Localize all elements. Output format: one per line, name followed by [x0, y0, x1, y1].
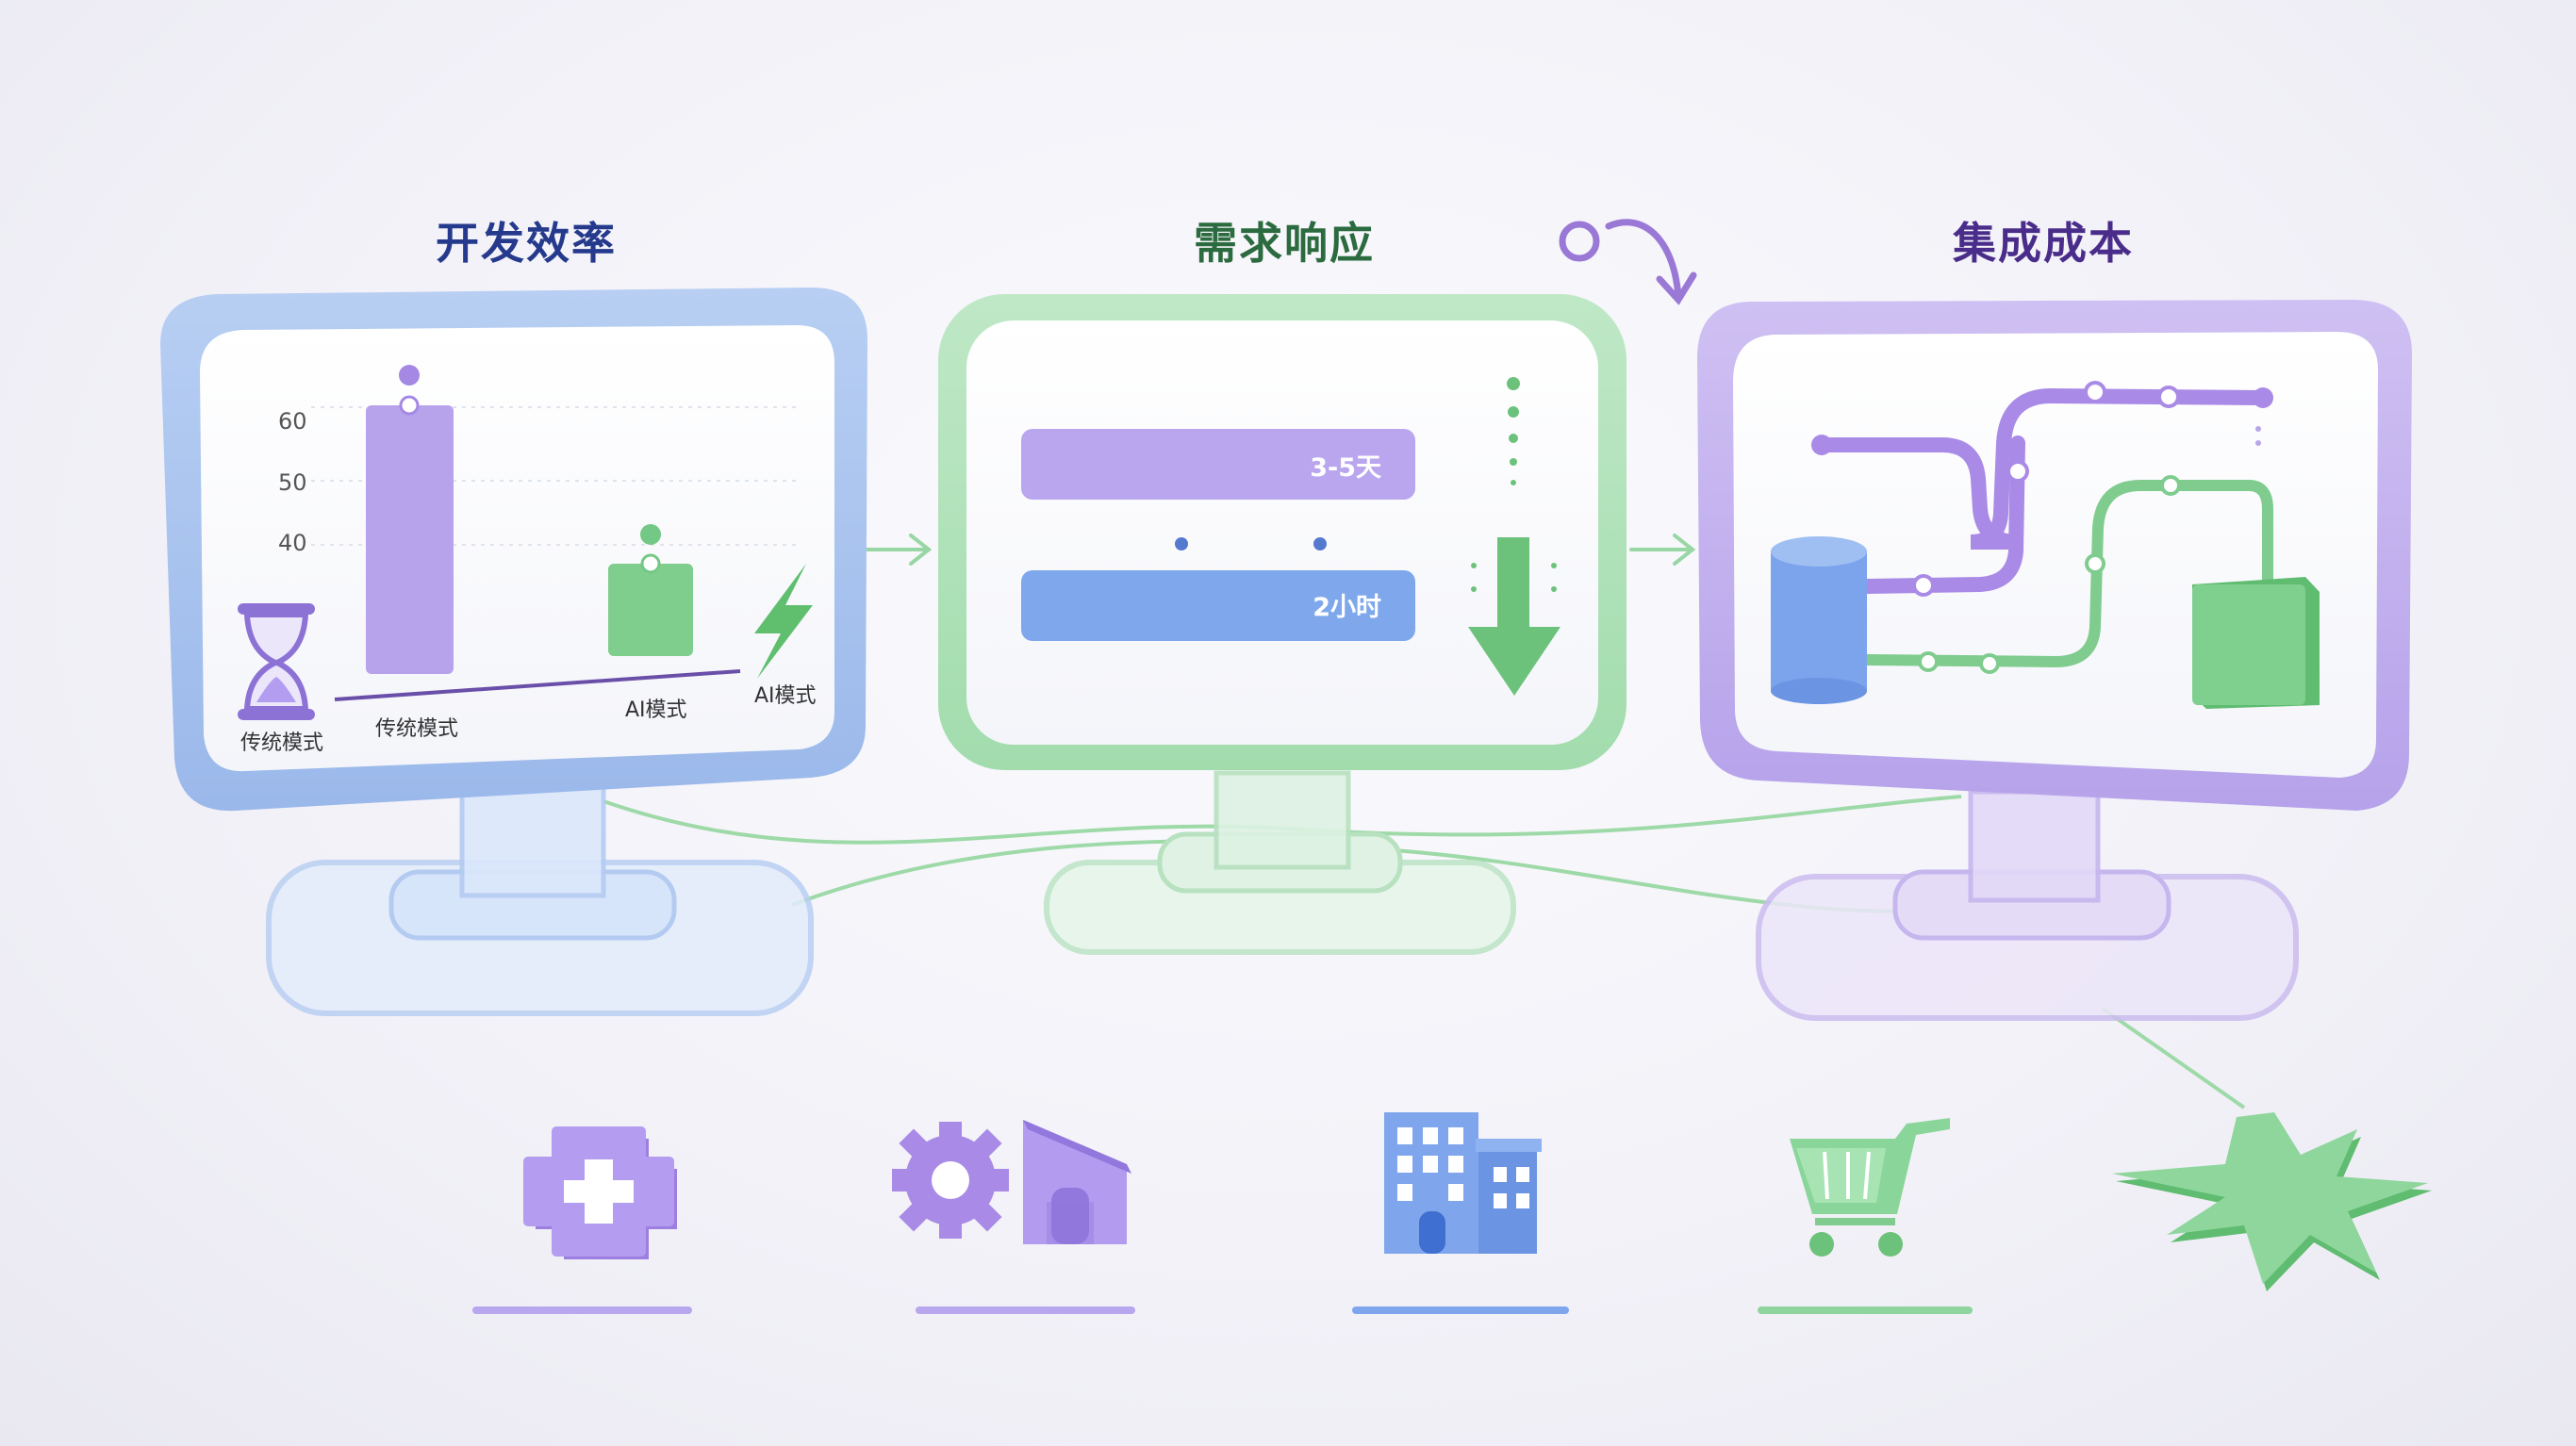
monitor-efficiency — [160, 288, 867, 1016]
arrow-right-2-icon — [1629, 534, 1696, 566]
panel-title-integration-cost: 集成成本 — [1953, 218, 2134, 269]
lightning-icon — [754, 564, 813, 679]
bar-3-5-days-label: 3-5天 — [1310, 453, 1381, 483]
starburst-icon — [2112, 1112, 2432, 1291]
y-tick-40: 40 — [278, 530, 307, 556]
bar-3-5-days — [1021, 429, 1415, 500]
curved-arrow-icon — [1559, 219, 1697, 305]
hourglass-icon — [238, 603, 315, 720]
y-tick-60: 60 — [278, 408, 307, 435]
database-cylinder-icon — [1771, 536, 1867, 704]
panel-title-efficiency: 开发效率 — [436, 218, 617, 269]
label-traditional-2: 传统模式 — [375, 717, 458, 741]
gear-house-icon — [892, 1120, 1131, 1244]
building-icon — [1384, 1112, 1542, 1254]
integration-pipes — [1811, 381, 2273, 674]
bar-traditional — [366, 405, 454, 674]
arrow-right-1-icon — [866, 534, 933, 566]
shopping-cart-icon — [1790, 1118, 1950, 1257]
panel-title-response: 需求响应 — [1194, 218, 1375, 269]
plus-icon — [523, 1126, 677, 1259]
label-ai-2: AI模式 — [754, 684, 817, 708]
label-traditional-1: 传统模式 — [240, 731, 323, 755]
bar-2-hours — [1021, 570, 1415, 641]
efficiency-chart — [311, 365, 801, 701]
green-cube-icon — [2192, 577, 2320, 709]
bar-ai — [608, 564, 693, 656]
down-arrow-icon — [1468, 377, 1560, 696]
y-tick-50: 50 — [278, 469, 307, 496]
bar-2-hours-label: 2小时 — [1313, 593, 1381, 622]
label-ai-1: AI模式 — [625, 698, 687, 722]
